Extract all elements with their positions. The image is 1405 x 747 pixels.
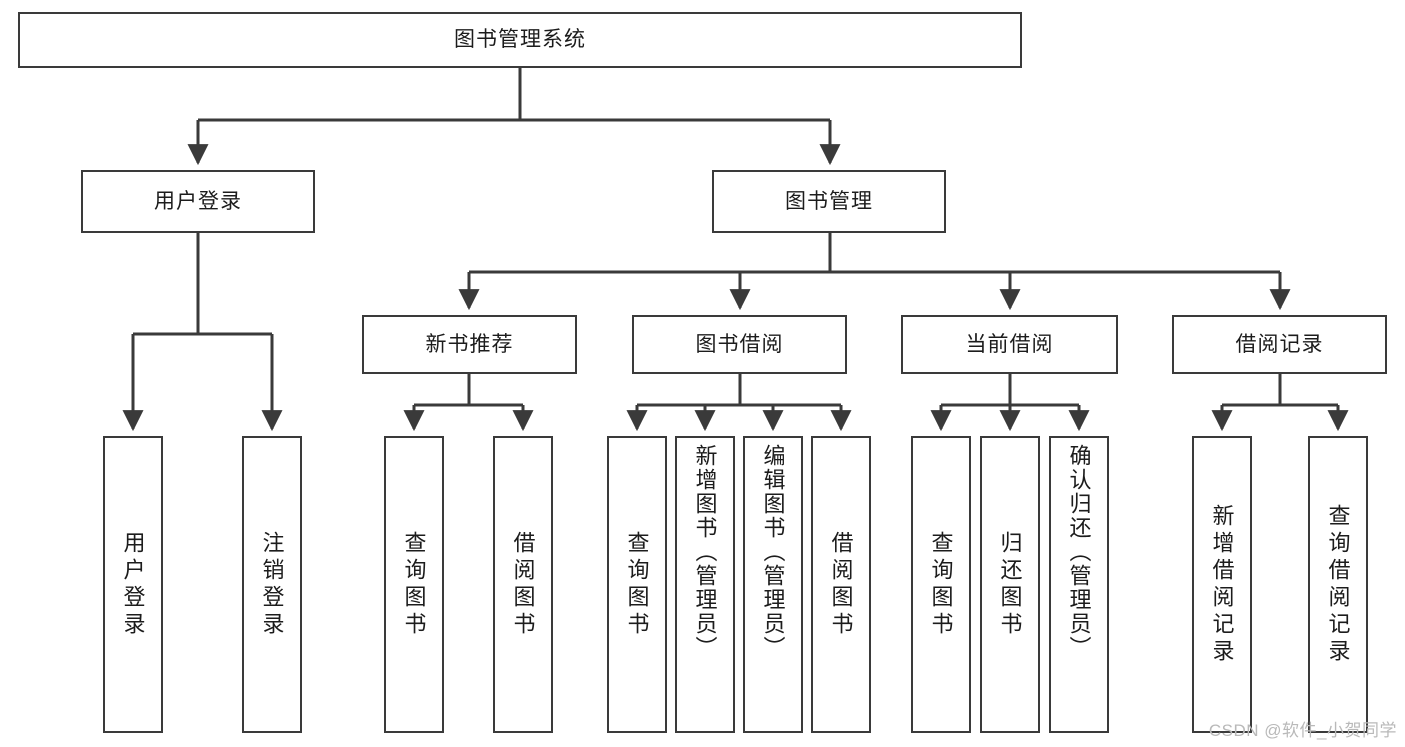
node-leaf-query-book-1-label: 查询图书 <box>401 530 427 639</box>
node-leaf-logout-login[interactable]: 注销登录 <box>242 436 302 733</box>
node-current-borrow-label: 当前借阅 <box>965 332 1054 356</box>
node-leaf-borrow-book-2-label: 借阅图书 <box>828 530 854 639</box>
node-leaf-return-book[interactable]: 归还图书 <box>980 436 1040 733</box>
node-new-book-recommend[interactable]: 新书推荐 <box>362 315 577 374</box>
node-leaf-confirm-return[interactable]: 确认归还（管理员） <box>1049 436 1109 733</box>
node-leaf-query-book-2-label: 查询图书 <box>624 530 650 639</box>
node-leaf-borrow-book-1[interactable]: 借阅图书 <box>493 436 553 733</box>
node-leaf-return-book-label: 归还图书 <box>997 530 1023 639</box>
node-user-login[interactable]: 用户登录 <box>81 170 315 233</box>
node-root-label: 图书管理系统 <box>454 28 586 52</box>
node-leaf-query-book-1[interactable]: 查询图书 <box>384 436 444 733</box>
node-leaf-query-borrow-record-label: 查询借阅记录 <box>1325 503 1351 666</box>
node-leaf-query-book-3[interactable]: 查询图书 <box>911 436 971 733</box>
node-leaf-query-book-3-label: 查询图书 <box>928 530 954 639</box>
node-leaf-query-book-2[interactable]: 查询图书 <box>607 436 667 733</box>
watermark-text: CSDN @软件_小贺同学 <box>1208 721 1397 740</box>
node-leaf-confirm-return-label: 确认归还（管理员） <box>1066 444 1092 660</box>
node-book-borrow-label: 图书借阅 <box>695 332 784 356</box>
node-leaf-add-borrow-record-label: 新增借阅记录 <box>1209 503 1235 666</box>
node-book-management-label: 图书管理 <box>785 189 873 213</box>
node-borrow-record-label: 借阅记录 <box>1235 332 1324 356</box>
node-book-management[interactable]: 图书管理 <box>712 170 946 233</box>
node-leaf-user-login-label: 用户登录 <box>120 530 146 639</box>
node-current-borrow[interactable]: 当前借阅 <box>901 315 1118 374</box>
node-leaf-add-borrow-record[interactable]: 新增借阅记录 <box>1192 436 1252 733</box>
node-borrow-record[interactable]: 借阅记录 <box>1172 315 1387 374</box>
node-new-book-recommend-label: 新书推荐 <box>425 332 514 356</box>
node-leaf-borrow-book-2[interactable]: 借阅图书 <box>811 436 871 733</box>
node-leaf-edit-book-label: 编辑图书（管理员） <box>760 444 786 660</box>
node-leaf-user-login[interactable]: 用户登录 <box>103 436 163 733</box>
node-leaf-add-book[interactable]: 新增图书（管理员） <box>675 436 735 733</box>
node-root-system[interactable]: 图书管理系统 <box>18 12 1022 68</box>
node-user-login-label: 用户登录 <box>154 189 242 213</box>
node-leaf-edit-book[interactable]: 编辑图书（管理员） <box>743 436 803 733</box>
node-book-borrow[interactable]: 图书借阅 <box>632 315 847 374</box>
node-leaf-logout-login-label: 注销登录 <box>259 530 285 639</box>
node-leaf-add-book-label: 新增图书（管理员） <box>692 444 718 660</box>
node-leaf-query-borrow-record[interactable]: 查询借阅记录 <box>1308 436 1368 733</box>
node-leaf-borrow-book-1-label: 借阅图书 <box>510 530 536 639</box>
